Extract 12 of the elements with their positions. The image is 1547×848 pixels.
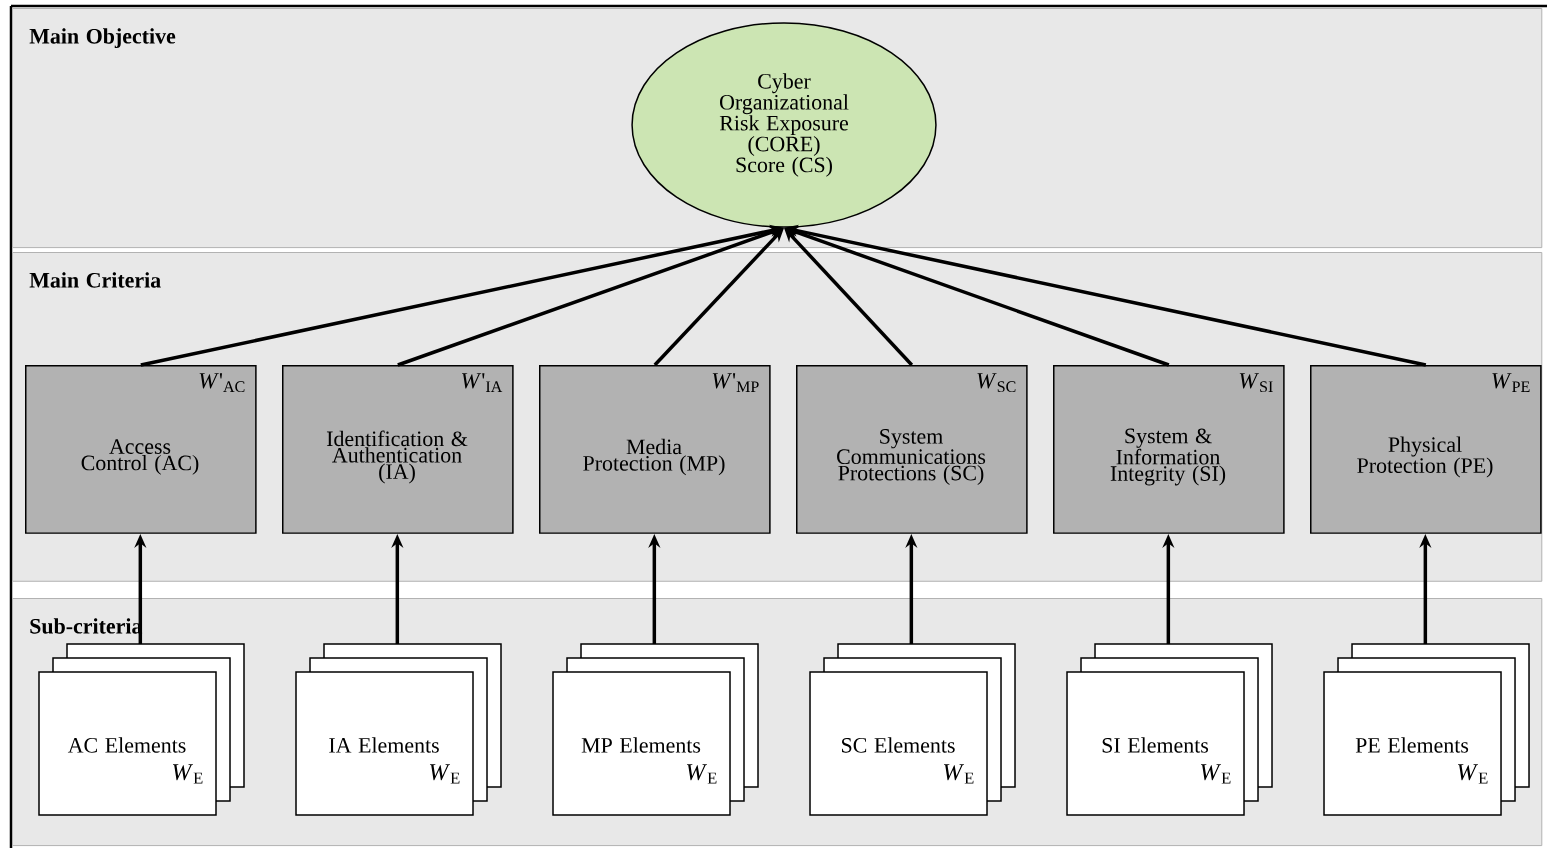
criterion-box: W'$_{AC}$ Access Control (AC): [25, 365, 257, 534]
element-stack: PE Elements W$_{E}$: [1323, 643, 1530, 816]
criterion-box: W$_{SI}$ System & Information Integrity (SI): [1053, 365, 1285, 534]
element-stack: AC Elements W$_{E}$: [38, 643, 245, 816]
element-stack: IA Elements W$_{E}$: [295, 643, 502, 816]
element-stack: SI Elements W$_{E}$: [1066, 643, 1273, 816]
criterion-box: W'$_{MP}$ Media Protection (MP): [539, 365, 771, 534]
element-stack: SC Elements W$_{E}$: [809, 643, 1016, 816]
criterion-box: W$_{PE}$ Physical Protection (PE): [1310, 365, 1542, 534]
element-stack: MP Elements W$_{E}$: [552, 643, 759, 816]
criterion-box: W'$_{IA}$ Identification & Authentication (IA): [282, 365, 514, 534]
criterion-box: W$_{SC}$ System Communications Protections (SC): [796, 365, 1028, 534]
